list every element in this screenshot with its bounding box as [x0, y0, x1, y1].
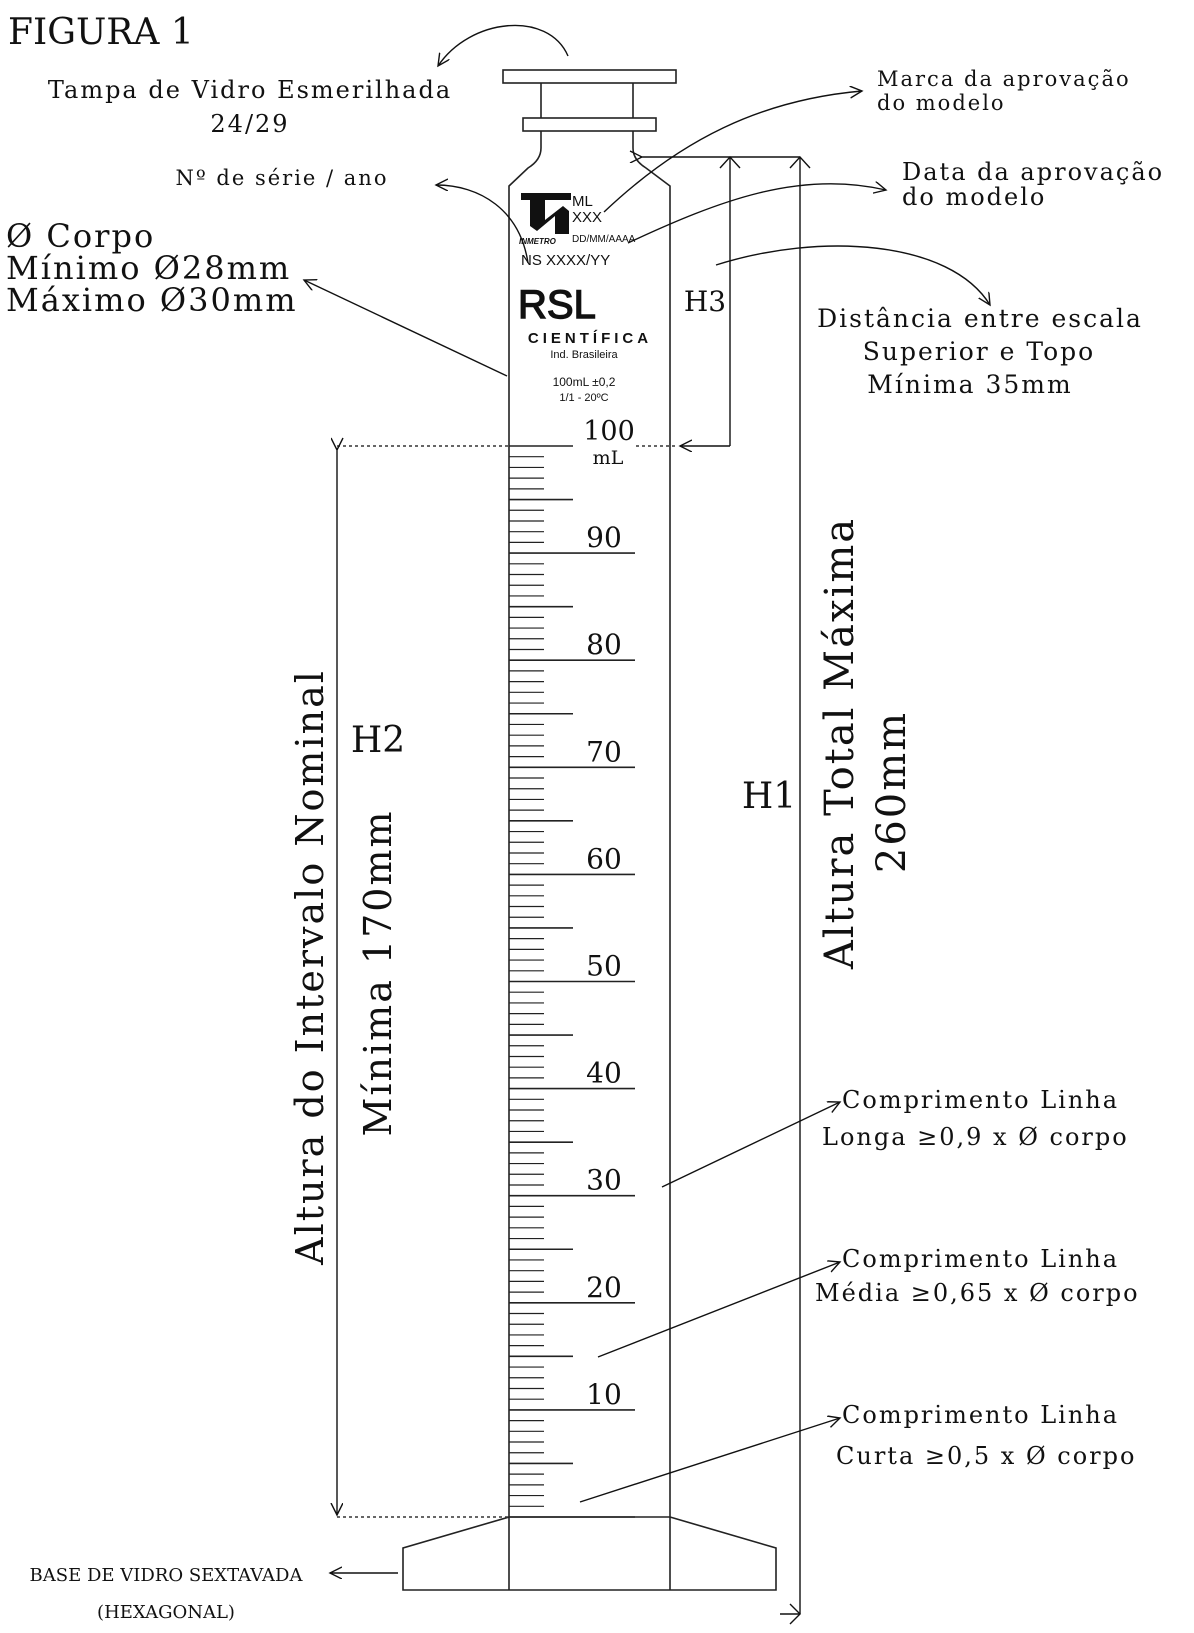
- model-date-label: Data da aprovação: [902, 158, 1164, 186]
- body-diameter-arrow: [304, 280, 508, 377]
- print-brand-sub: CIENTÍFICA: [528, 330, 652, 347]
- print-ml: ML: [572, 193, 593, 210]
- h3-minimum: Mínima 35mm: [867, 370, 1072, 399]
- h3-label: H3: [684, 285, 726, 318]
- scale-label: 30: [586, 1164, 622, 1197]
- figure-title: FIGURA 1: [8, 12, 194, 53]
- body-diameter-max: Máximo Ø30mm: [6, 281, 298, 319]
- print-serial: NS XXXX/YY: [521, 252, 610, 269]
- short-line-label-2: Curta ≥0,5 x Ø corpo: [836, 1442, 1136, 1470]
- model-date-label-2: do modelo: [902, 183, 1046, 211]
- glass-stopper: [502, 69, 677, 148]
- scale-label: 90: [586, 521, 622, 554]
- scale-label: 70: [586, 735, 622, 768]
- base-label: BASE DE VIDRO SEXTAVADA: [30, 1565, 304, 1586]
- model-mark-label: Marca da aprovação: [877, 67, 1131, 91]
- print-xxx: XXX: [572, 209, 602, 226]
- h1-label: H1: [742, 776, 796, 817]
- scale-label: 20: [586, 1271, 622, 1304]
- model-mark-arrow: [603, 91, 862, 213]
- print-capacity: 100mL ±0,2: [553, 375, 616, 389]
- h2-minimum: Mínima 170mm: [356, 809, 400, 1136]
- stopper-size: 24/29: [210, 110, 289, 138]
- print-calibration: 1/1 - 20ºC: [559, 392, 608, 404]
- scale-label: 50: [586, 950, 622, 983]
- h1-description: Altura Total Máxima: [817, 517, 863, 970]
- medium-line-arrow: [597, 1262, 840, 1358]
- h3-description-2: Superior e Topo: [863, 337, 1096, 366]
- model-mark-label-2: do modelo: [877, 91, 1006, 115]
- serial-arrow: [436, 185, 529, 264]
- long-line-label-2: Longa ≥0,9 x Ø corpo: [822, 1123, 1129, 1151]
- h3-description: Distância entre escala: [817, 304, 1143, 333]
- scale-label: 10: [586, 1378, 622, 1411]
- short-line-arrow: [579, 1418, 840, 1503]
- h1-maximum: 260mm: [869, 711, 915, 873]
- graduation-labels: 90 80 70 60 50 40 30 20 10: [586, 521, 622, 1411]
- inmetro-text: INMETRO: [519, 237, 557, 246]
- hexagonal-base: [402, 1516, 777, 1591]
- short-line-label: Comprimento Linha: [842, 1401, 1119, 1429]
- print-unit: mL: [593, 447, 624, 469]
- body-diameter-title: Ø Corpo: [6, 217, 155, 255]
- graduation-scale: [509, 445, 635, 1518]
- serial-label: Nº de série / ano: [176, 166, 389, 190]
- model-date-arrow: [627, 184, 886, 244]
- long-line-label: Comprimento Linha: [842, 1086, 1119, 1114]
- h1-top-marker: [789, 155, 811, 169]
- h3-description-arrow: [715, 245, 990, 305]
- scale-label: 60: [586, 842, 622, 875]
- print-top-value: 100: [583, 416, 635, 447]
- stopper-label: Tampa de Vidro Esmerilhada: [48, 76, 452, 104]
- print-origin: Ind. Brasileira: [550, 349, 618, 361]
- scale-label: 40: [586, 1057, 622, 1090]
- medium-line-label: Comprimento Linha: [842, 1245, 1119, 1273]
- print-date: DD/MM/AAAA: [572, 234, 636, 245]
- base-label-sub: (HEXAGONAL): [97, 1602, 235, 1623]
- h2-label: H2: [351, 720, 405, 761]
- scale-label: 80: [586, 628, 622, 661]
- stopper-arrow: [438, 24, 569, 66]
- inmetro-logo: INMETRO: [519, 193, 571, 246]
- print-brand: RSL: [518, 283, 596, 327]
- medium-line-label-2: Média ≥0,65 x Ø corpo: [815, 1279, 1140, 1307]
- body-diameter-min: Mínimo Ø28mm: [6, 249, 291, 287]
- long-line-arrow: [661, 1102, 840, 1188]
- h2-description: Altura do Intervalo Nominal: [288, 669, 332, 1266]
